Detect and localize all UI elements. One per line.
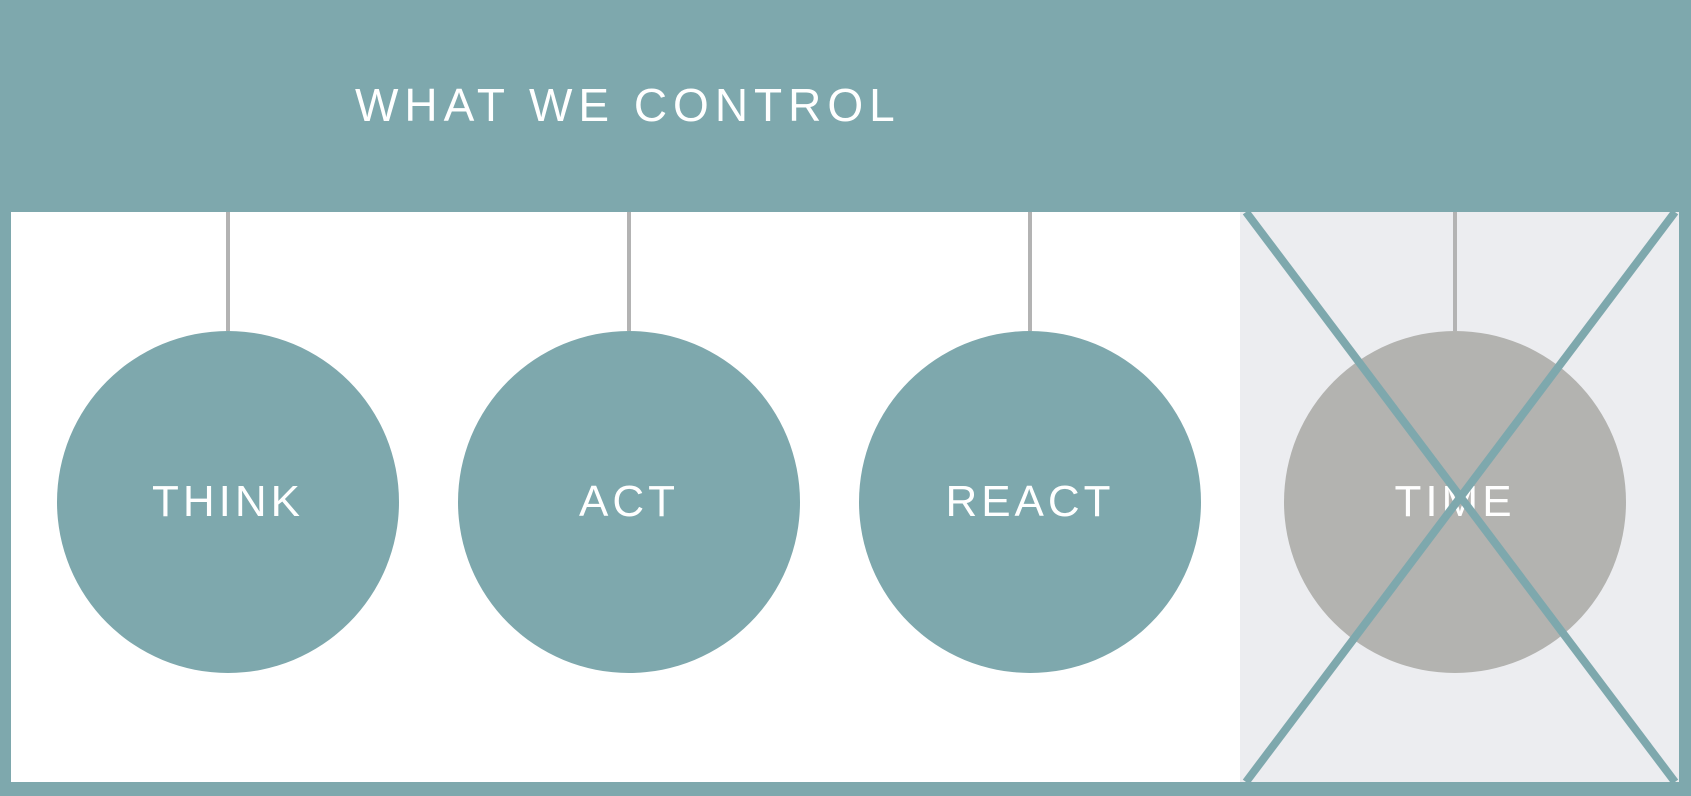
- node-act: ACT: [458, 331, 800, 673]
- node-label: TIME: [1394, 477, 1516, 526]
- node-time: TIME: [1284, 331, 1626, 673]
- node-label: THINK: [152, 477, 304, 526]
- frame-border-left: [0, 212, 11, 796]
- node-label: ACT: [579, 477, 679, 526]
- diagram-title: WHAT WE CONTROL: [355, 79, 901, 131]
- node-think: THINK: [57, 331, 399, 673]
- connector-react: [1028, 212, 1032, 331]
- header-banner: WHAT WE CONTROL: [0, 0, 1691, 212]
- frame-border-bottom: [0, 782, 1691, 796]
- frame-border-right: [1679, 212, 1691, 796]
- node-label: REACT: [945, 477, 1115, 526]
- node-react: REACT: [859, 331, 1201, 673]
- connector-time: [1453, 212, 1457, 331]
- connector-think: [226, 212, 230, 331]
- connector-act: [627, 212, 631, 331]
